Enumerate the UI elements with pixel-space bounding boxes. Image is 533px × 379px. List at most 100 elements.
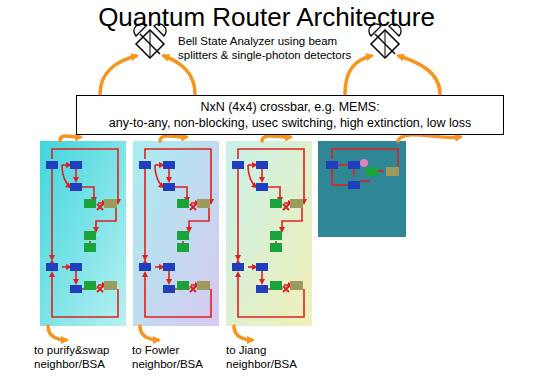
qubit-block xyxy=(348,181,360,189)
switch-circuit xyxy=(139,149,211,317)
qubit-block xyxy=(270,199,282,208)
signal-line xyxy=(238,273,304,317)
signal-line xyxy=(155,165,163,187)
cross-mark xyxy=(283,286,289,292)
cross-mark xyxy=(190,286,196,292)
qubit-block xyxy=(197,281,210,290)
qubit-block xyxy=(70,263,82,271)
qubit-block xyxy=(84,243,96,252)
signal-line xyxy=(52,149,118,203)
signal-line xyxy=(268,187,280,201)
qubit-block xyxy=(366,167,378,176)
signal-line xyxy=(145,149,211,203)
switch-circuit xyxy=(232,149,304,317)
cross-mark xyxy=(283,204,289,210)
panel xyxy=(226,141,312,326)
qubit-block xyxy=(163,285,175,293)
qubit-block xyxy=(84,199,96,208)
signal-line xyxy=(96,207,116,231)
cross-mark xyxy=(190,204,196,210)
beam-splitter xyxy=(371,30,399,58)
panel xyxy=(133,141,219,326)
qubit-block xyxy=(46,161,58,169)
qubit-block xyxy=(70,161,82,169)
signal-line xyxy=(52,273,118,317)
qubit-block xyxy=(290,199,303,208)
cross-mark xyxy=(97,204,103,210)
signal-line xyxy=(189,207,209,231)
annotation: to purify&swap neighbor/BSA xyxy=(34,343,132,371)
beam-splitter xyxy=(385,30,386,58)
signal-line xyxy=(168,169,170,181)
signal-line xyxy=(51,169,53,259)
signal-line xyxy=(248,164,256,166)
box-text: NxN (4x4) crossbar, e.g. MEMS: xyxy=(83,99,497,115)
signal-line xyxy=(248,165,256,187)
signal-line xyxy=(282,207,302,231)
qubit-block xyxy=(256,183,268,191)
signal-line xyxy=(237,169,239,259)
qubit-block xyxy=(326,161,338,169)
beam-splitter xyxy=(150,30,151,58)
signal-line xyxy=(360,180,370,182)
signal-line xyxy=(155,164,163,166)
panel xyxy=(40,141,126,326)
signal-line xyxy=(155,266,163,268)
qubit-block xyxy=(163,263,175,271)
qubit-block xyxy=(270,231,282,240)
signal-line xyxy=(261,169,263,181)
qubit-block xyxy=(46,263,58,271)
qubit-block xyxy=(84,281,96,290)
qubit-block xyxy=(163,161,175,169)
box-text: any-to-any, non-blocking, usec switching… xyxy=(83,115,497,131)
qubit-block xyxy=(177,243,189,252)
qubit-block xyxy=(84,231,96,240)
qubit-block xyxy=(386,167,399,176)
qubit-block xyxy=(177,281,189,290)
signal-line xyxy=(62,266,70,268)
signal-line xyxy=(378,170,384,172)
qubit-block xyxy=(270,243,282,252)
annotation: Bell State Analyzer using beam splitters… xyxy=(178,34,364,62)
signal-line xyxy=(62,164,70,166)
annotation: to Fowler neighbor/BSA xyxy=(132,343,226,371)
qubit-block xyxy=(232,263,244,271)
qubit-block xyxy=(256,285,268,293)
signal-line xyxy=(353,169,355,177)
qubit-block xyxy=(70,285,82,293)
crossbar-box: NxN (4x4) crossbar, e.g. MEMS:any-to-any… xyxy=(76,95,504,135)
signal-line xyxy=(248,266,256,268)
annotation: to Jiang neighbor/BSA xyxy=(226,343,320,371)
signal-line xyxy=(168,271,170,283)
panel xyxy=(318,141,406,237)
signal-line xyxy=(75,271,77,283)
signal-line xyxy=(144,169,146,259)
cross-mark xyxy=(97,286,103,292)
signal-line xyxy=(62,165,70,187)
qubit-block xyxy=(177,231,189,240)
qubit-block xyxy=(290,281,303,290)
qubit-block xyxy=(104,199,117,208)
qubit-block xyxy=(177,199,189,208)
signal-line xyxy=(261,271,263,283)
qubit-block xyxy=(270,281,282,290)
qubit-block xyxy=(139,161,151,169)
qubit-block xyxy=(197,199,210,208)
qubit-block xyxy=(70,183,82,191)
qubit-block xyxy=(256,263,268,271)
signal-line xyxy=(82,187,94,201)
switch-circuit xyxy=(46,149,118,317)
title: Quantum Router Architecture xyxy=(0,2,533,32)
qubit-block xyxy=(163,183,175,191)
signal-line xyxy=(332,169,348,185)
qubit-block xyxy=(104,281,117,290)
qubit-block xyxy=(348,161,360,169)
qubit-block xyxy=(256,161,268,169)
signal-line xyxy=(175,187,187,201)
qubit-block xyxy=(232,161,244,169)
qubit-block xyxy=(139,263,151,271)
signal-line xyxy=(75,169,77,181)
beam-splitter xyxy=(136,30,164,58)
signal-line xyxy=(238,149,304,203)
star-mark xyxy=(360,159,368,167)
